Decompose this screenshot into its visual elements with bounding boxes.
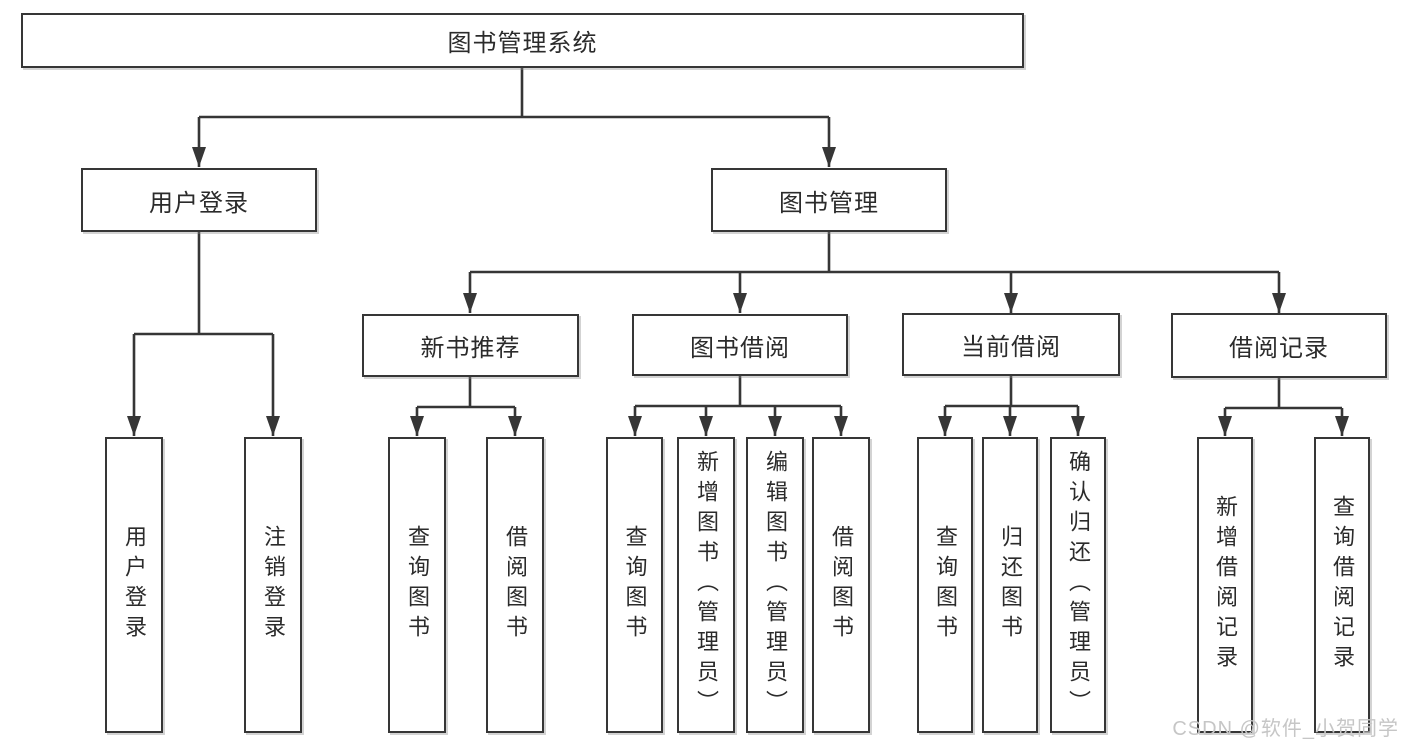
connector-mgmt-to-groups — [463, 232, 1286, 313]
leaf-label: 查询借阅记录 — [1330, 495, 1355, 675]
connector-borrow-to-leaves — [628, 376, 848, 436]
leaf-edit-book-admin: 编辑图书（管理员） — [746, 437, 804, 733]
leaf-add-book-admin: 新增图书（管理员） — [677, 437, 735, 733]
arrowhead-icon — [834, 416, 848, 436]
leaf-label: 借阅图书 — [503, 525, 528, 645]
arrowhead-icon — [822, 147, 836, 167]
arrowhead-icon — [508, 416, 522, 436]
node-label: 图书借阅 — [690, 334, 790, 362]
node-label: 新书推荐 — [420, 335, 521, 362]
group-current-borrow: 当前借阅 — [902, 313, 1120, 376]
leaf-query-books-current: 查询图书 — [917, 437, 973, 733]
arrowhead-icon — [192, 147, 206, 167]
node-label: 用户登录 — [149, 189, 249, 217]
leaf-label: 查询图书 — [622, 525, 648, 645]
group-borrow-records: 借阅记录 — [1171, 313, 1387, 378]
arrowhead-icon — [733, 293, 747, 313]
leaf-label: 编辑图书（管理员） — [763, 450, 788, 720]
node-root: 图书管理系统 — [21, 13, 1024, 68]
leaf-label: 用户登录 — [122, 525, 147, 645]
arrowhead-icon — [1071, 416, 1085, 436]
connector-root-to-level2 — [192, 68, 836, 167]
connector-recommend-to-leaves — [410, 377, 522, 436]
leaf-add-borrow-record: 新增借阅记录 — [1197, 437, 1253, 733]
leaf-return-book: 归还图书 — [982, 437, 1038, 733]
node-book-mgmt: 图书管理 — [711, 168, 947, 232]
group-book-borrow: 图书借阅 — [632, 314, 848, 376]
connector-current-to-leaves — [938, 376, 1085, 436]
arrowhead-icon — [1272, 293, 1286, 313]
arrowhead-icon — [628, 416, 642, 436]
leaf-confirm-return-admin: 确认归还（管理员） — [1050, 437, 1106, 733]
leaf-query-borrow-record: 查询借阅记录 — [1314, 437, 1370, 733]
connector-login-to-leaves — [127, 232, 280, 436]
connector-records-to-leaves — [1218, 378, 1349, 436]
arrowhead-icon — [1003, 416, 1017, 436]
leaf-query-books-borrow: 查询图书 — [606, 437, 663, 733]
group-new-book-recommend: 新书推荐 — [362, 314, 579, 377]
node-root-label: 图书管理系统 — [447, 30, 598, 57]
leaf-label: 借阅图书 — [829, 525, 854, 645]
arrowhead-icon — [1004, 293, 1018, 313]
arrowhead-icon — [699, 416, 713, 436]
node-user-login: 用户登录 — [81, 168, 317, 232]
leaf-query-books-recommend: 查询图书 — [388, 437, 446, 733]
leaf-borrow-books: 借阅图书 — [812, 437, 870, 733]
arrowhead-icon — [768, 416, 782, 436]
arrowhead-icon — [938, 416, 952, 436]
arrowhead-icon — [463, 293, 477, 313]
node-label: 借阅记录 — [1229, 335, 1329, 362]
arrowhead-icon — [1218, 416, 1232, 436]
leaf-borrow-books-recommend: 借阅图书 — [486, 437, 544, 733]
node-label: 当前借阅 — [961, 334, 1061, 361]
watermark: CSDN @软件_小贺同学 — [1172, 718, 1399, 740]
leaf-label: 查询图书 — [405, 525, 430, 645]
leaf-label: 归还图书 — [998, 525, 1023, 645]
arrowhead-icon — [1335, 416, 1349, 436]
node-label: 图书管理 — [779, 189, 879, 217]
arrowhead-icon — [266, 416, 280, 436]
arrowhead-icon — [127, 416, 141, 436]
leaf-label: 注销登录 — [261, 525, 286, 645]
leaf-user-login: 用户登录 — [105, 437, 163, 733]
arrowhead-icon — [410, 416, 424, 436]
leaf-label: 新增借阅记录 — [1213, 495, 1238, 675]
leaf-label: 确认归还（管理员） — [1066, 450, 1091, 720]
leaf-label: 查询图书 — [933, 525, 958, 645]
leaf-label: 新增图书（管理员） — [694, 450, 719, 720]
leaf-logout: 注销登录 — [244, 437, 302, 733]
